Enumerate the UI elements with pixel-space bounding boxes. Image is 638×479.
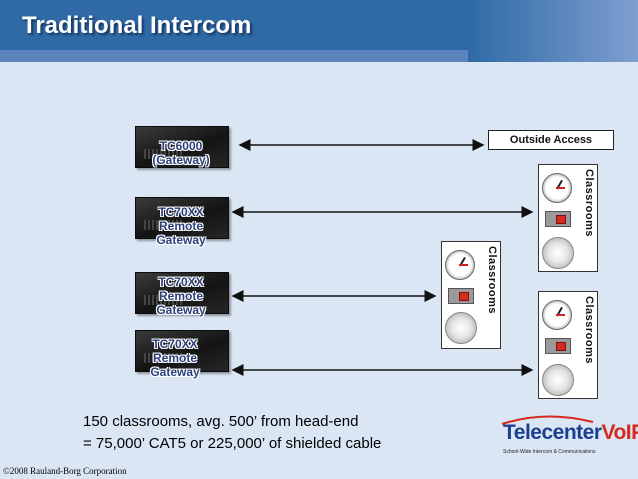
clock-icon	[542, 173, 572, 203]
tc6000-gateway-label: TC6000 (Gateway)	[140, 139, 222, 167]
speaker-icon	[542, 237, 574, 269]
copyright-text: ©2008 Rauland-Borg Corporation	[3, 466, 127, 476]
telecenter-swoosh-icon	[501, 415, 594, 425]
logo-tagline: School-Wide Intercom & Communications	[503, 449, 596, 455]
logo-brand-accent: VoIP	[601, 421, 638, 444]
tc70xx-remote-gateway-3-label: TC70XX Remote Gateway	[134, 337, 216, 379]
tc6000-gateway-device	[135, 126, 229, 168]
speaker-icon	[445, 312, 477, 344]
tc70xx-remote-gateway-1-device	[135, 197, 229, 239]
slide-title: Traditional Intercom	[22, 12, 252, 39]
title-bar: Traditional Intercom	[0, 0, 638, 62]
tc70xx-remote-gateway-1-label: TC70XX Remote Gateway	[140, 205, 222, 247]
device-label-text: TC6000 (Gateway)	[152, 139, 210, 167]
title-bar-gradient	[468, 0, 638, 62]
tc70xx-remote-gateway-2-device	[135, 272, 229, 314]
device-label-text: TC70XX Remote Gateway	[156, 205, 206, 247]
logo-brand: Telecenter	[503, 421, 602, 444]
outside-access-label: Outside Access	[509, 134, 593, 146]
caption-line-1: 150 classrooms, avg. 500’ from head-end	[83, 413, 359, 430]
clock-icon	[445, 250, 475, 280]
outside-access-box: Outside Access	[488, 130, 614, 150]
classrooms-box-middle: Classrooms	[441, 241, 501, 349]
tc70xx-remote-gateway-2-label: TC70XX Remote Gateway	[140, 275, 222, 317]
classrooms-box-top: Classrooms	[538, 164, 598, 272]
telecenter-voip-logo: TelecenterVoIP	[503, 421, 638, 445]
clock-icon	[542, 300, 572, 330]
call-switch-icon	[545, 338, 571, 354]
call-switch-icon	[448, 288, 474, 304]
classrooms-label: Classrooms	[583, 296, 595, 364]
device-label-text: TC70XX Remote Gateway	[156, 275, 206, 317]
classrooms-label: Classrooms	[583, 169, 595, 237]
call-switch-icon	[545, 211, 571, 227]
speaker-icon	[542, 364, 574, 396]
classrooms-label: Classrooms	[486, 246, 498, 314]
tc70xx-remote-gateway-3-device	[135, 330, 229, 372]
device-label-text: TC70XX Remote Gateway	[150, 337, 200, 379]
classrooms-box-bottom: Classrooms	[538, 291, 598, 399]
caption-line-2: = 75,000’ CAT5 or 225,000’ of shielded c…	[83, 435, 382, 452]
